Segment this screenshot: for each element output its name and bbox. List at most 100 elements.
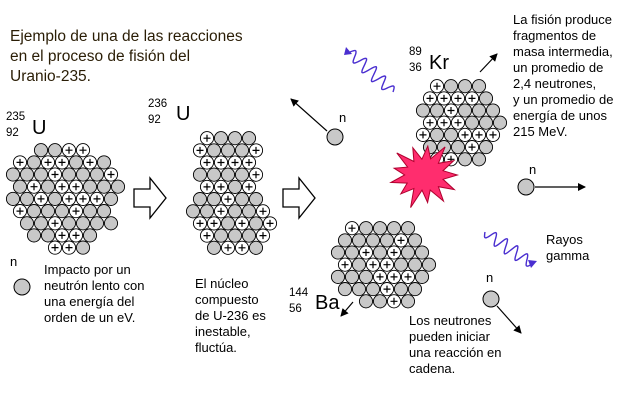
mass-number: 235: [6, 111, 26, 123]
mass-number: 89: [409, 46, 422, 58]
neutron: [96, 155, 112, 170]
neutron: [351, 282, 367, 297]
plus-sign: [362, 249, 370, 256]
text-line: y un promedio de: [513, 92, 614, 107]
neutron: [248, 192, 264, 207]
plus-sign: [51, 219, 59, 227]
uranium-235-nucleus: [5, 143, 126, 255]
neutron: [75, 167, 91, 182]
neutron: [26, 204, 42, 219]
element-symbol: Ba: [315, 292, 340, 314]
plus-sign: [217, 159, 225, 166]
neutron: [393, 257, 409, 272]
plus-sign: [369, 261, 377, 269]
text-line: un promedio de: [513, 60, 604, 75]
neutron: [82, 179, 98, 194]
neutron: [415, 103, 431, 118]
neutron: [478, 115, 494, 130]
neutron-label-right: n: [529, 162, 537, 177]
plus-sign: [390, 273, 398, 281]
neutron: [47, 143, 63, 158]
text-line: pueden iniciar: [409, 329, 490, 344]
plus-sign: [93, 195, 101, 203]
neutron: [429, 127, 445, 142]
neutron: [82, 204, 98, 219]
plus-sign: [86, 158, 94, 166]
text-line: La fisión produce: [513, 12, 613, 27]
plus-sign: [196, 219, 204, 227]
plus-sign: [426, 119, 434, 127]
neutron: [192, 167, 208, 182]
neutron: [213, 131, 229, 146]
text-line: una energía del: [44, 294, 135, 309]
mass-number: 144: [289, 287, 309, 299]
neutron: [400, 221, 416, 236]
neutron: [234, 167, 250, 182]
neutron-label-incoming: n: [10, 254, 18, 269]
plus-sign: [419, 131, 427, 139]
neutron: [110, 179, 126, 194]
text-line: Rayos: [546, 232, 583, 247]
neutron: [457, 103, 473, 118]
neutron: [19, 191, 35, 206]
emitted-neutron-upper-left: [290, 98, 344, 146]
plus-sign: [58, 183, 66, 191]
plus-sign: [440, 94, 448, 102]
neutron: [5, 191, 21, 206]
neutron: [206, 143, 222, 158]
plus-sign: [390, 249, 398, 256]
plus-sign: [426, 94, 434, 102]
neutron: [478, 140, 494, 155]
plus-sign: [217, 183, 225, 191]
neutron: [234, 192, 250, 207]
emitted-neutron-right: [517, 178, 586, 196]
neutron: [213, 228, 229, 243]
neutron: [365, 233, 381, 248]
neutron: [407, 233, 423, 248]
plus-sign: [245, 159, 253, 166]
neutron: [464, 115, 480, 130]
neutron: [485, 103, 501, 118]
neutron: [478, 91, 494, 106]
plus-sign: [196, 146, 204, 154]
plus-sign: [454, 94, 462, 102]
neutron: [365, 282, 381, 297]
neutron: [443, 127, 459, 142]
atomic-number: 92: [6, 127, 19, 139]
neutron: [414, 269, 430, 284]
plus-sign: [107, 171, 115, 178]
chain-reaction-description: Los neutrones pueden iniciar una reacció…: [409, 313, 502, 377]
plus-sign: [65, 244, 73, 252]
plus-sign: [245, 183, 253, 191]
neutron: [337, 233, 353, 248]
plus-sign: [51, 171, 59, 178]
plus-sign: [30, 183, 38, 191]
neutron-label-upper-left: n: [339, 110, 347, 125]
title-line: Ejemplo de una de las reacciones: [10, 28, 243, 45]
atomic-number: 92: [148, 114, 161, 126]
text-line: inestable,: [195, 324, 251, 339]
text-line: Los neutrones: [409, 313, 492, 328]
barium-direction-arrow: [340, 301, 354, 317]
plus-sign: [65, 195, 73, 203]
krypton-direction-arrow: [479, 53, 498, 73]
text-line: una reacción en: [409, 345, 502, 360]
neutron: [344, 245, 360, 260]
diagram-title: Ejemplo de una de las reacciones en el p…: [10, 27, 243, 87]
text-line: compuesto: [195, 292, 259, 307]
plus-sign: [383, 285, 391, 293]
plus-sign: [397, 236, 405, 244]
plus-sign: [16, 158, 24, 166]
plus-sign: [203, 183, 211, 191]
text-line: fluctúa.: [195, 340, 237, 355]
neutron: [351, 233, 367, 248]
neutron: [234, 143, 250, 158]
plus-sign: [404, 273, 412, 281]
plus-sign: [475, 131, 483, 139]
neutron: [248, 216, 264, 231]
neutron: [227, 204, 243, 219]
neutron-label-lower-right: n: [486, 270, 494, 285]
plus-sign: [79, 195, 87, 203]
plus-sign: [252, 146, 260, 154]
